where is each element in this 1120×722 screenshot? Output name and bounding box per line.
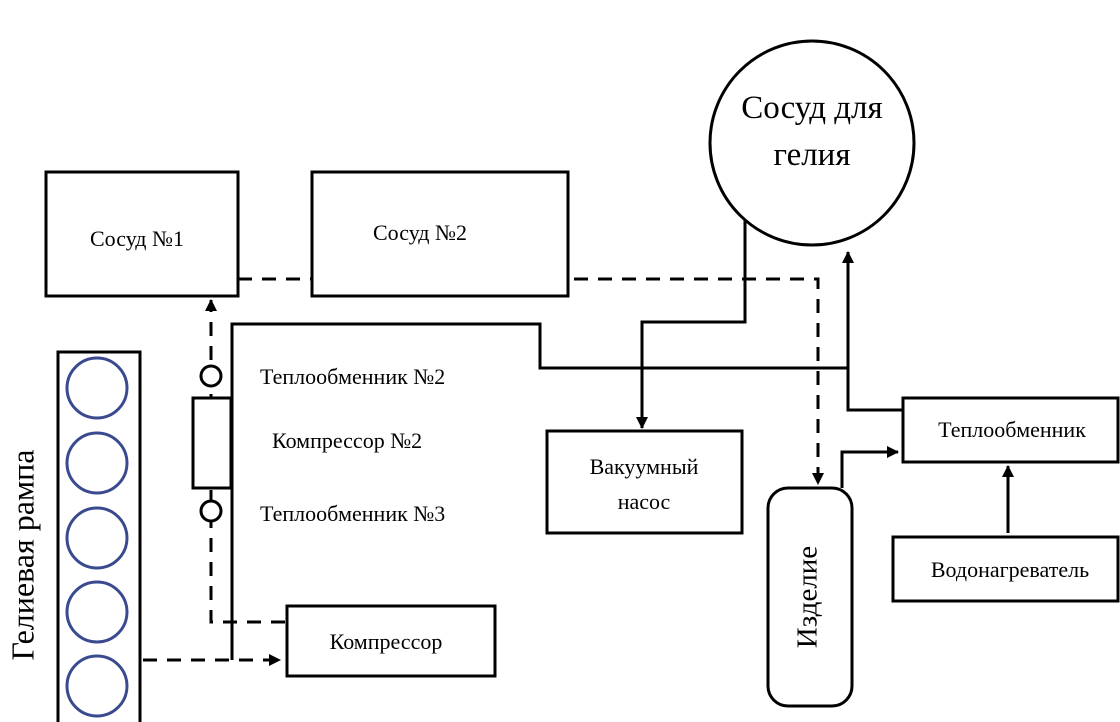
compressor: Компрессор [285,604,497,678]
compressor-2-label: Компрессор №2 [272,428,422,453]
heat-exchanger: Теплообменник [901,396,1120,464]
gas-cylinder [65,580,129,644]
helium-vessel-label-line2: гелия [773,137,850,173]
heat-exchanger-3-label: Теплообменник №3 [260,501,445,526]
gas-cylinder [65,356,129,420]
line-heat-exchanger-to-helium-vessel [842,251,903,412]
gas-cylinder [65,654,129,718]
vessel-2: Сосуд №2 [310,170,570,298]
heat-exchanger-2-label: Теплообменник №2 [260,364,445,389]
vessel-1: Сосуд №1 [44,170,240,298]
water-heater: Водонагреватель [891,535,1120,603]
vacuum-pump-label-line1: Вакуумный [590,454,699,479]
heat-exchanger-3-symbol [199,499,223,523]
product-label: Изделие [792,546,824,648]
compressor-label: Компрессор [330,629,443,654]
heat-exchanger-label: Теплообменник [938,417,1086,442]
helium-ramp [56,350,142,722]
line-product-to-heat-exchanger [840,446,899,488]
water-heater-label: Водонагреватель [931,557,1089,582]
helium-vessel-label-line1: Сосуд для [741,90,882,126]
line-helium-vessel-to-vacuum-pump [636,215,747,429]
helium-ramp-label: Гелиевая рампа [4,450,40,661]
gas-cylinder [65,506,129,570]
vacuum-pump-label-line2: насос [618,489,671,514]
vessel-2-label: Сосуд №2 [373,220,467,245]
gas-cylinder [65,431,129,495]
heat-exchanger-2-symbol [199,364,223,388]
compressor-2-assembly [191,364,233,523]
vessel-1-label: Сосуд №1 [90,226,184,251]
helium-vessel: Сосуд для гелия [708,39,916,247]
vacuum-pump: Вакуумный насос [545,429,744,535]
product: Изделие [766,486,854,708]
